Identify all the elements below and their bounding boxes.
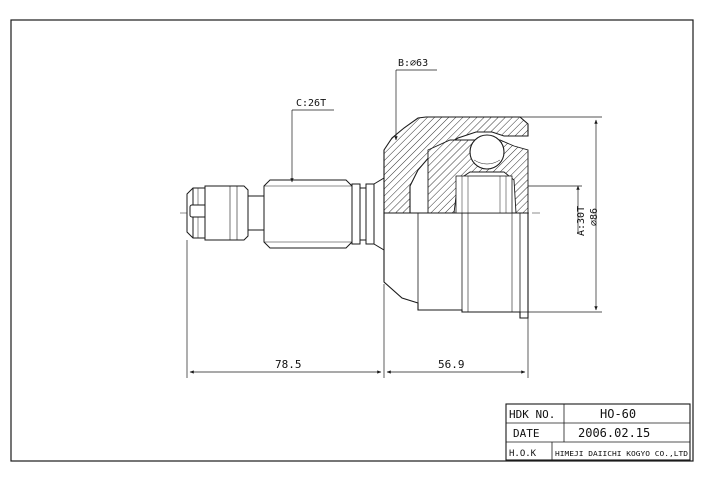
title-block <box>505 403 691 461</box>
housing-section <box>383 116 529 214</box>
housing-length-dim: 56.9 <box>438 358 465 371</box>
length-dimensions <box>186 240 529 378</box>
callout-a-label: A:30T <box>576 206 587 236</box>
part-number-label: HDK NO. <box>509 408 555 421</box>
shaft-length-dim: 78.5 <box>275 358 302 371</box>
diameter-dimensions <box>520 116 602 313</box>
date-label: DATE <box>513 427 540 440</box>
housing-lower <box>383 212 529 319</box>
shaft <box>186 177 385 251</box>
diameter-label: ⌀86 <box>589 208 600 226</box>
callout-c-leader <box>290 109 334 183</box>
part-number-value: HO-60 <box>600 407 636 421</box>
date-value: 2006.02.15 <box>578 426 650 440</box>
callout-b-label: B:⌀63 <box>398 58 428 69</box>
callout-b-leader <box>394 69 437 141</box>
drawing-border <box>10 19 694 462</box>
company-mark: H.O.K <box>509 449 537 459</box>
company-name: HIMEJI DAIICHI KOGYO CO.,LTD <box>555 450 688 458</box>
ball <box>469 134 505 170</box>
callout-c-label: C:26T <box>296 98 326 109</box>
